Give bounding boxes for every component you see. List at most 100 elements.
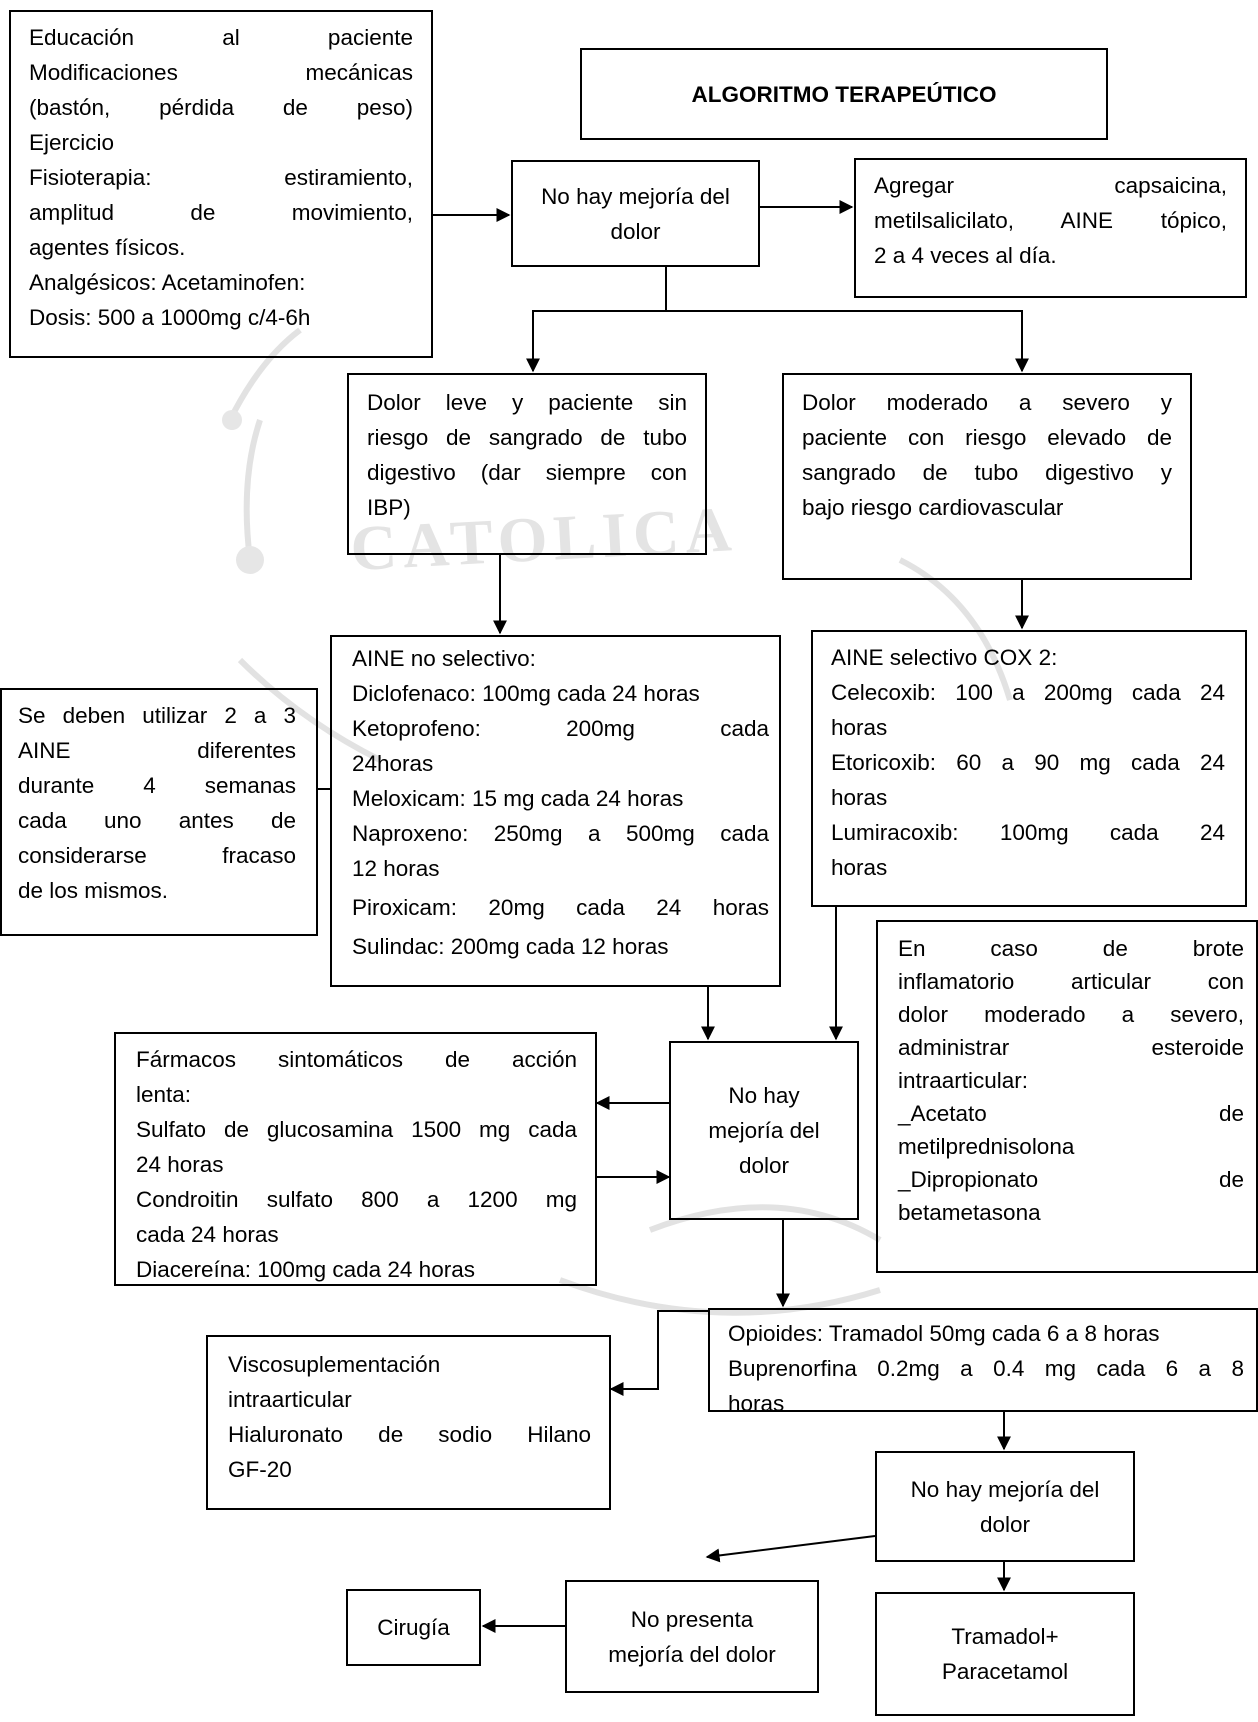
text-line: Celecoxib: 100 a 200mg cada 24 [831,680,1225,705]
text-line: AINE diferentes [18,738,296,763]
tramadol-box: Tramadol+ Paracetamol [875,1592,1135,1716]
text-line: sangrado de tubo digestivo y [802,460,1172,485]
no-mejoria-2-box: No hay mejoría del dolor [669,1041,859,1220]
text-line: mejoría del dolor [608,1641,776,1667]
text-line: durante 4 semanas [18,773,296,798]
text-line: agentes físicos. [29,235,186,260]
text-line: intraarticular [228,1387,352,1412]
text-line: Ejercicio [29,130,115,155]
text-line: metilprednisolona [898,1134,1075,1159]
text-line: En caso de brote [898,936,1244,961]
text-line: horas [728,1391,785,1416]
text-line: Diclofenaco: 100mg cada 24 horas [352,681,700,706]
text-line: Etoricoxib: 60 a 90 mg cada 24 [831,750,1225,775]
text-line: horas [831,855,888,880]
text-line: intraarticular: [898,1068,1029,1093]
text-line: metilsalicilato, AINE tópico, [874,208,1227,233]
text-line: No presenta [630,1606,754,1632]
opioides-box: Opioides: Tramadol 50mg cada 6 a 8 horas… [708,1308,1258,1416]
text-line: (bastón, pérdida de peso) [29,95,413,120]
text-line: Meloxicam: 15 mg cada 24 horas [352,786,684,811]
aine-nota-box: Se deben utilizar 2 a 3 AINE diferentes … [0,688,318,936]
topico-box: Agregar capsaicina, metilsalicilato, AIN… [854,158,1247,298]
text-line: dolor [979,1511,1031,1537]
text-line: _Acetato de [898,1101,1244,1126]
aine-selectivo-box: AINE selectivo COX 2: Celecoxib: 100 a 2… [811,630,1247,907]
text-line: riesgo de sangrado de tubo [367,425,687,450]
text-line: No hay mejoría del [910,1476,1100,1502]
visco-box: Viscosuplementación intraarticular Hialu… [206,1335,611,1510]
text-line: mejoría del [708,1118,820,1143]
text-line: Dolor moderado a severo y [802,390,1172,415]
edge-split-right [666,310,1029,373]
text-line: Fármacos sintomáticos de acción [136,1047,577,1072]
text-line: Agregar capsaicina, [874,173,1227,198]
text-line: Dolor leve y paciente sin [367,390,687,415]
text-line: administrar esteroide [898,1035,1244,1060]
edge-nomejoria3-to-nopresenta [705,1535,876,1563]
text-line: 12 horas [352,856,440,881]
text-line: digestivo (dar siempre con [367,460,687,485]
text-line: Piroxicam: 20mg cada 24 horas [352,895,769,920]
no-mejoria-1-box: No hay mejoría del dolor [511,160,760,267]
text-line: AINE no selectivo: [352,646,536,671]
text-line: dolor [738,1153,790,1178]
text-line: inflamatorio articular con [898,969,1244,994]
text-line: Tramadol+ [951,1624,1059,1649]
edge-opioides-to-visco [609,1310,708,1396]
text-line: Modificaciones mecánicas [29,60,413,85]
text-line: 24horas [352,751,434,776]
cirugia-box: Cirugía [346,1589,481,1666]
title-box: ALGORITMO TERAPEÚTICO [580,48,1108,140]
edge-nomejoria1-split [526,267,667,373]
farmacos-lentos-box: Fármacos sintomáticos de acción lenta: S… [114,1032,597,1286]
text-line: Naproxeno: 250mg a 500mg cada [352,821,769,846]
text-line: No hay mejoría del dolor [541,183,730,244]
text-line: Sulindac: 200mg cada 12 horas [352,934,669,959]
aine-no-selectivo-box: AINE no selectivo: Diclofenaco: 100mg ca… [330,635,781,987]
text-line: Condroitin sulfato 800 a 1200 mg [136,1187,577,1212]
text-line: _Dipropionato de [898,1167,1244,1192]
brote-box: En caso de brote inflamatorio articular … [876,920,1258,1273]
initial-measures-box: Educación al paciente Modificaciones mec… [9,10,433,358]
text-line: Opioides: Tramadol 50mg cada 6 a 8 horas [728,1321,1160,1346]
text-line: AINE selectivo COX 2: [831,645,1058,670]
text-line: de los mismos. [18,878,169,903]
dolor-leve-box: Dolor leve y paciente sin riesgo de sang… [347,373,707,555]
no-presenta-box: No presenta mejoría del dolor [565,1580,819,1693]
text-line: Sulfato de glucosamina 1500 mg cada [136,1117,577,1142]
text-line: paciente con riesgo elevado de [802,425,1172,450]
page-title: ALGORITMO TERAPEÚTICO [691,81,997,107]
text-line: amplitud de movimiento, [29,200,413,225]
text-line: Cirugía [377,1615,450,1640]
text-line: cada 24 horas [136,1222,279,1247]
text-line: 2 a 4 veces al día. [874,243,1057,268]
text-line: Hialuronato de sodio Hilano [228,1422,591,1447]
text-line: Viscosuplementación [228,1352,441,1377]
text-line: Educación al paciente [29,25,413,50]
text-line: Diacereína: 100mg cada 24 horas [136,1257,475,1282]
text-line: Analgésicos: Acetaminofen: [29,270,306,295]
no-mejoria-3-box: No hay mejoría del dolor [875,1451,1135,1562]
text-line: Buprenorfina 0.2mg a 0.4 mg cada 6 a 8 [728,1356,1244,1381]
text-line: Paracetamol [941,1659,1069,1684]
text-line: considerarse fracaso [18,843,296,868]
text-line: horas [831,715,888,740]
text-line: cada uno antes de [18,808,296,833]
text-line: dolor moderado a severo, [898,1002,1244,1027]
text-line: 24 horas [136,1152,224,1177]
dolor-moderado-box: Dolor moderado a severo y paciente con r… [782,373,1192,580]
text-line: No hay [728,1083,800,1108]
text-line: horas [831,785,888,810]
text-line: IBP) [367,495,411,520]
text-line: Dosis: 500 a 1000mg c/4-6h [29,305,311,330]
text-line: Ketoprofeno: 200mg cada [352,716,769,741]
text-line: bajo riesgo cardiovascular [802,495,1064,520]
text-line: betametasona [898,1200,1041,1225]
text-line: Se deben utilizar 2 a 3 [18,703,296,728]
text-line: lenta: [136,1082,192,1107]
text-line: Lumiracoxib: 100mg cada 24 [831,820,1225,845]
